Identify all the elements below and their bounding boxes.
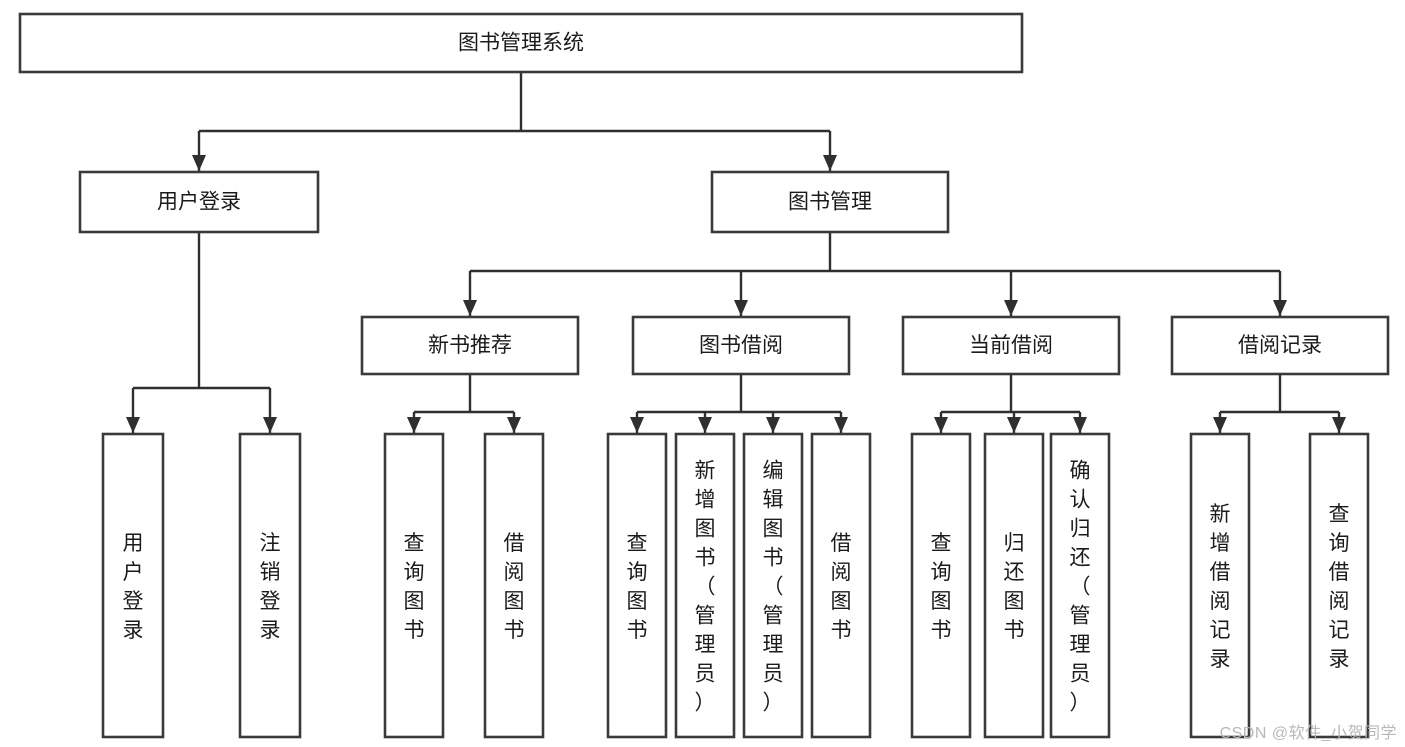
node-box (910, 432, 972, 739)
node-label: 用户登录 (123, 532, 144, 642)
node-l3-当前借阅[interactable]: 当前借阅 (901, 315, 1121, 376)
node-box (901, 315, 1121, 376)
node-box (101, 432, 165, 739)
connector-group-新书推荐 (407, 374, 521, 433)
node-l3-新书推荐[interactable]: 新书推荐 (360, 315, 580, 376)
arrow-head-icon (734, 300, 748, 316)
node-leaf-用户登录[interactable]: 用户登录 (101, 432, 165, 739)
node-box (606, 432, 668, 739)
arrow-head-icon (1332, 417, 1346, 433)
node-leaf-查询图书[interactable]: 查询图书 (910, 432, 972, 739)
node-label: 用户登录 (157, 191, 241, 214)
node-label: 图书借阅 (699, 334, 783, 357)
node-leaf-查询图书[interactable]: 查询图书 (383, 432, 445, 739)
watermark-label: CSDN @软件_小贺同学 (1219, 725, 1397, 742)
node-label: 确认归还（管理员） (1070, 460, 1091, 715)
arrow-head-icon (507, 417, 521, 433)
node-label: 当前借阅 (969, 334, 1053, 357)
connector-layer (126, 72, 1346, 433)
node-leaf-查询借阅记录[interactable]: 查询借阅记录 (1308, 432, 1370, 739)
node-label: 借阅图书 (504, 532, 525, 642)
node-box (483, 432, 545, 739)
node-box (1189, 432, 1251, 739)
node-label: 归还图书 (1004, 532, 1025, 642)
node-box (1049, 432, 1111, 739)
node-leaf-新增图书管理员[interactable]: 新增图书（管理员） (674, 432, 736, 739)
arrow-head-icon (1213, 417, 1227, 433)
arrow-head-icon (407, 417, 421, 433)
node-label: 新增借阅记录 (1210, 503, 1231, 671)
node-box (78, 170, 320, 234)
connector-group-当前借阅 (934, 374, 1087, 433)
arrow-head-icon (1273, 300, 1287, 316)
node-box (742, 432, 804, 739)
arrow-head-icon (1004, 300, 1018, 316)
node-box (383, 432, 445, 739)
connector-group-图书管理 (463, 232, 1287, 316)
arrow-head-icon (126, 417, 140, 433)
node-leaf-编辑图书管理员[interactable]: 编辑图书（管理员） (742, 432, 804, 739)
connector-group-图书管理系统 (192, 72, 837, 171)
node-leaf-归还图书[interactable]: 归还图书 (983, 432, 1045, 739)
node-label: 查询图书 (931, 532, 952, 642)
node-l3-图书借阅[interactable]: 图书借阅 (631, 315, 851, 376)
arrow-head-icon (263, 417, 277, 433)
node-box (360, 315, 580, 376)
arrow-head-icon (192, 155, 206, 171)
node-box (18, 12, 1024, 74)
node-leaf-借阅图书[interactable]: 借阅图书 (483, 432, 545, 739)
arrow-head-icon (934, 417, 948, 433)
node-box (238, 432, 302, 739)
arrow-head-icon (698, 417, 712, 433)
arrow-head-icon (1073, 417, 1087, 433)
node-box (631, 315, 851, 376)
node-label: 查询图书 (404, 532, 425, 642)
node-box (674, 432, 736, 739)
arrow-head-icon (630, 417, 644, 433)
node-l3-借阅记录[interactable]: 借阅记录 (1170, 315, 1390, 376)
arrow-head-icon (823, 155, 837, 171)
node-label: 编辑图书（管理员） (763, 460, 784, 715)
arrow-head-icon (463, 300, 477, 316)
node-layer: 图书管理系统用户登录图书管理新书推荐图书借阅当前借阅借阅记录用户登录注销登录查询… (18, 12, 1390, 739)
node-leaf-确认归还管理员[interactable]: 确认归还（管理员） (1049, 432, 1111, 739)
connector-group-图书借阅 (630, 374, 848, 433)
node-leaf-新增借阅记录[interactable]: 新增借阅记录 (1189, 432, 1251, 739)
node-label: 图书管理系统 (458, 32, 584, 55)
node-leaf-查询图书[interactable]: 查询图书 (606, 432, 668, 739)
arrow-head-icon (766, 417, 780, 433)
node-leaf-注销登录[interactable]: 注销登录 (238, 432, 302, 739)
node-box (710, 170, 950, 234)
node-box (983, 432, 1045, 739)
node-l2-用户登录[interactable]: 用户登录 (78, 170, 320, 234)
node-label: 新书推荐 (428, 334, 512, 357)
arrow-head-icon (1007, 417, 1021, 433)
connector-group-借阅记录 (1213, 374, 1346, 433)
node-root-图书管理系统[interactable]: 图书管理系统 (18, 12, 1024, 74)
node-label: 新增图书（管理员） (695, 460, 716, 715)
node-box (1308, 432, 1370, 739)
connector-group-用户登录 (126, 232, 277, 433)
node-label: 借阅图书 (831, 532, 852, 642)
node-label: 查询借阅记录 (1329, 503, 1350, 671)
node-label: 查询图书 (627, 532, 648, 642)
node-label: 借阅记录 (1238, 334, 1322, 357)
node-box (1170, 315, 1390, 376)
node-box (810, 432, 872, 739)
node-label: 图书管理 (788, 191, 872, 214)
node-l2-图书管理[interactable]: 图书管理 (710, 170, 950, 234)
arrow-head-icon (834, 417, 848, 433)
node-leaf-借阅图书[interactable]: 借阅图书 (810, 432, 872, 739)
node-label: 注销登录 (260, 532, 281, 642)
